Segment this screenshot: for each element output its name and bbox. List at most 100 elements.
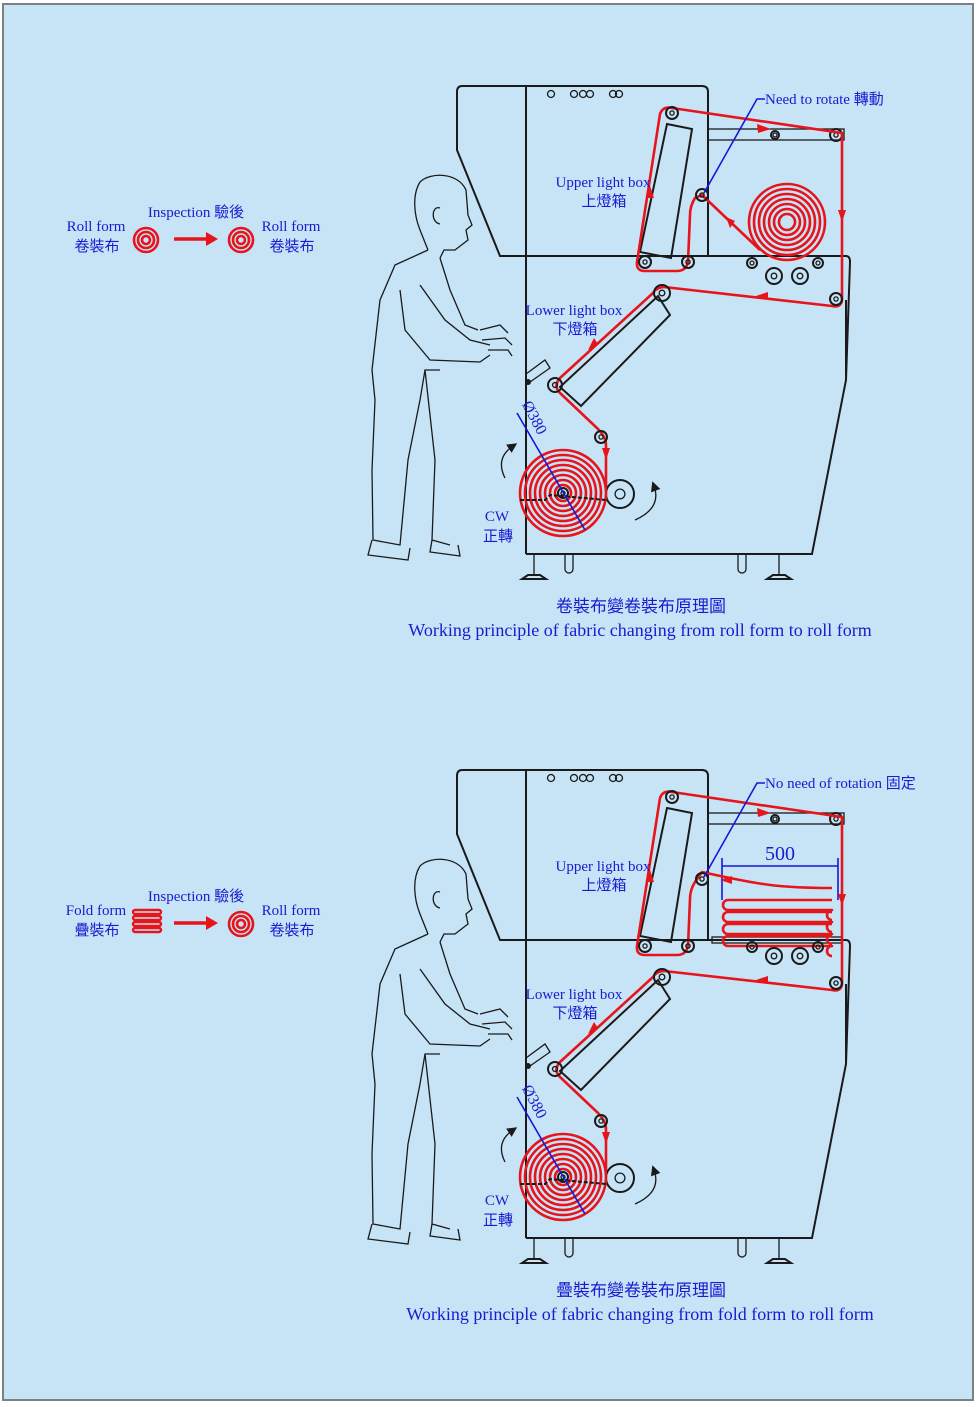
caption-zh: 卷裝布變卷裝布原理圖 (556, 597, 726, 616)
pressure-roller-icon (605, 479, 635, 509)
guide-roller-icon (695, 188, 709, 202)
roll-icon-ring (136, 230, 156, 250)
dimension-label: 500 (765, 843, 795, 865)
roller-hub-icon (551, 381, 559, 389)
flow-from-label-zh: 卷裝布 (74, 238, 119, 255)
flow-arrow-head-icon (206, 916, 218, 930)
flow-direction-arrow-icon (756, 292, 768, 300)
flow-arrow-head-icon (206, 232, 218, 246)
fabric-roll-ring (767, 202, 807, 242)
caster-icon (564, 1239, 574, 1258)
diameter-label: Ø380 (518, 1082, 550, 1121)
guide-roller-icon (638, 255, 652, 269)
control-panel (525, 359, 551, 383)
rotation-arrow-icon (500, 1127, 518, 1163)
roller-hub-icon (614, 488, 626, 500)
operator-front-leg (424, 1053, 451, 1230)
caption-en: Working principle of fabric changing fro… (408, 620, 871, 640)
upper-guide-rail (707, 812, 845, 825)
upper-guide-rail (707, 128, 845, 141)
folded-fabric-layer (721, 910, 834, 934)
fabric-roll-ring (548, 478, 578, 508)
flow-direction-arrow-icon (602, 448, 610, 460)
fabric-roll-ring (553, 1167, 573, 1187)
machine-upper-frame (456, 769, 852, 1239)
guide-roller-icon (547, 1061, 563, 1077)
roller-hub-icon (770, 272, 778, 280)
caster-icon (737, 555, 747, 574)
callout-leader-line (703, 98, 765, 194)
guide-roller-icon (829, 292, 843, 306)
roll-icon-ring (231, 914, 251, 934)
leveling-foot-icon (518, 1258, 550, 1264)
fabric-roll-ring (762, 197, 812, 247)
roller-hub-icon (699, 192, 705, 198)
guide-roller-icon (681, 939, 695, 953)
upper-light-box-label-zh: 上燈箱 (581, 877, 626, 894)
flow-process-label: Inspection 驗後 (148, 204, 244, 221)
flow-process-label: Inspection 驗後 (148, 888, 244, 905)
fabric-belt-line (555, 790, 844, 1174)
roller-hub-icon (772, 816, 778, 822)
control-panel (525, 1043, 551, 1067)
operator-shoes (367, 1223, 461, 1245)
feed-fabric-roll (747, 182, 827, 262)
operator-figure (367, 858, 513, 1245)
feed-folded-stack (721, 898, 834, 958)
flow-direction-arrow-icon (756, 976, 768, 984)
guide-roller-icon (594, 1114, 608, 1128)
operator-arm-lower (399, 973, 491, 1047)
roller-hub-icon (598, 434, 604, 440)
operator-head-back (414, 181, 429, 251)
flow-to-label-en: Roll form (262, 903, 321, 919)
flow-direction-arrow-icon (838, 894, 846, 906)
leveling-foot-icon (763, 574, 795, 580)
take-up-shaft (520, 493, 607, 501)
roller-hub-icon (770, 952, 778, 960)
roller-hub-icon (598, 1118, 604, 1124)
upper-light-box (638, 122, 694, 260)
fabric-roll-ring (533, 463, 593, 523)
take-up-shaft (520, 1177, 607, 1185)
flow-direction-arrow-icon (588, 1022, 598, 1034)
operator-figure (367, 174, 513, 561)
guide-roller-icon (547, 377, 563, 393)
roller-hub-icon (699, 876, 705, 882)
indicator-light-icon (546, 773, 556, 783)
roller-hub-icon (833, 980, 839, 986)
support-roller-icon (765, 267, 783, 285)
upper-light-box (638, 806, 694, 944)
guide-roller-icon (653, 284, 671, 302)
diameter-label: Ø380 (518, 398, 550, 437)
roller-hub-icon (685, 259, 691, 265)
roller-hub-icon (796, 272, 804, 280)
flow-direction-arrow-icon (757, 808, 771, 817)
machine-upper-frame (456, 85, 852, 555)
diameter-line (516, 412, 586, 531)
roll-icon-ring (227, 226, 255, 254)
rail-roller-icon (770, 130, 780, 140)
folded-layer (131, 908, 163, 916)
leveling-foot-icon (763, 1258, 795, 1264)
caption-en: Working principle of fabric changing fro… (406, 1304, 873, 1324)
operator-head-back (414, 865, 429, 935)
folded-stack-icon (131, 908, 163, 934)
flow-to-label-zh: 卷裝布 (269, 238, 314, 255)
folded-layer (131, 920, 163, 928)
support-roller-icon (812, 257, 824, 269)
upper-light-box-label-en: Upper light box (556, 859, 651, 875)
operator-back (371, 249, 440, 546)
folded-layer (131, 926, 163, 934)
diameter-line (516, 1096, 586, 1215)
operator-front-leg (424, 369, 451, 546)
operator-back (371, 933, 440, 1230)
support-roller-icon (812, 941, 824, 953)
indicator-light-icon (546, 89, 556, 99)
roll-icon (132, 226, 160, 254)
take-up-core-icon (557, 1171, 569, 1183)
flow-from-label-en: Roll form (67, 219, 126, 235)
lower-light-box-label-zh: 下燈箱 (552, 1005, 597, 1022)
